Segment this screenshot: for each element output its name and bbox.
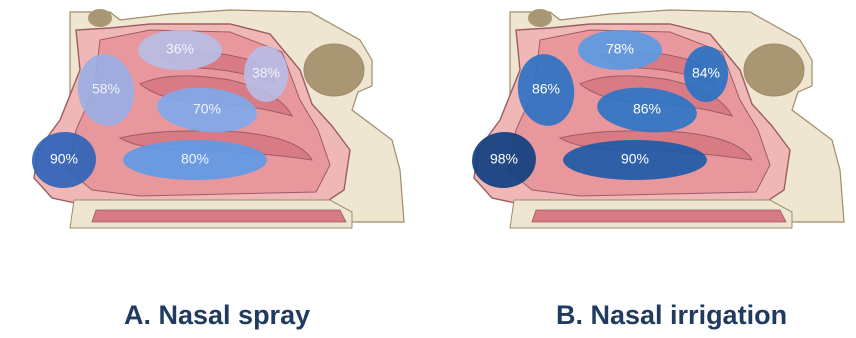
nasal-cavity-diagram-irrigation: 78% 84% 86% 86% 90% 98% <box>440 0 850 230</box>
caption-nasal-spray: A. Nasal spray <box>124 300 310 331</box>
coverage-label-anterior-upper: 58% <box>92 81 120 97</box>
frontal-sinus <box>528 9 552 27</box>
coverage-label-posterior-superior: 84% <box>692 65 720 81</box>
coverage-label-olfactory-top: 78% <box>606 41 634 57</box>
nasal-irrigation-panel: 78% 84% 86% 86% 90% 98% <box>440 0 850 230</box>
coverage-label-anterior-upper: 86% <box>532 81 560 97</box>
coverage-label-middle-turbinate: 86% <box>633 101 661 117</box>
oral-roof <box>92 210 346 222</box>
coverage-label-posterior-superior: 38% <box>252 65 280 81</box>
coverage-label-inferior-turbinate: 90% <box>621 151 649 167</box>
nasal-cavity-diagram-spray: 36% 38% 58% 70% 80% 90% <box>0 0 410 230</box>
coverage-label-nasal-vestibule: 90% <box>50 151 78 167</box>
coverage-label-inferior-turbinate: 80% <box>181 151 209 167</box>
coverage-label-nasal-vestibule: 98% <box>490 151 518 167</box>
oral-roof <box>532 210 786 222</box>
caption-nasal-irrigation: B. Nasal irrigation <box>556 300 787 331</box>
sphenoid-sinus <box>744 44 804 96</box>
frontal-sinus <box>88 9 112 27</box>
coverage-label-middle-turbinate: 70% <box>193 101 221 117</box>
nasal-spray-panel: 36% 38% 58% 70% 80% 90% <box>0 0 410 230</box>
sphenoid-sinus <box>304 44 364 96</box>
coverage-label-olfactory-top: 36% <box>166 41 194 57</box>
